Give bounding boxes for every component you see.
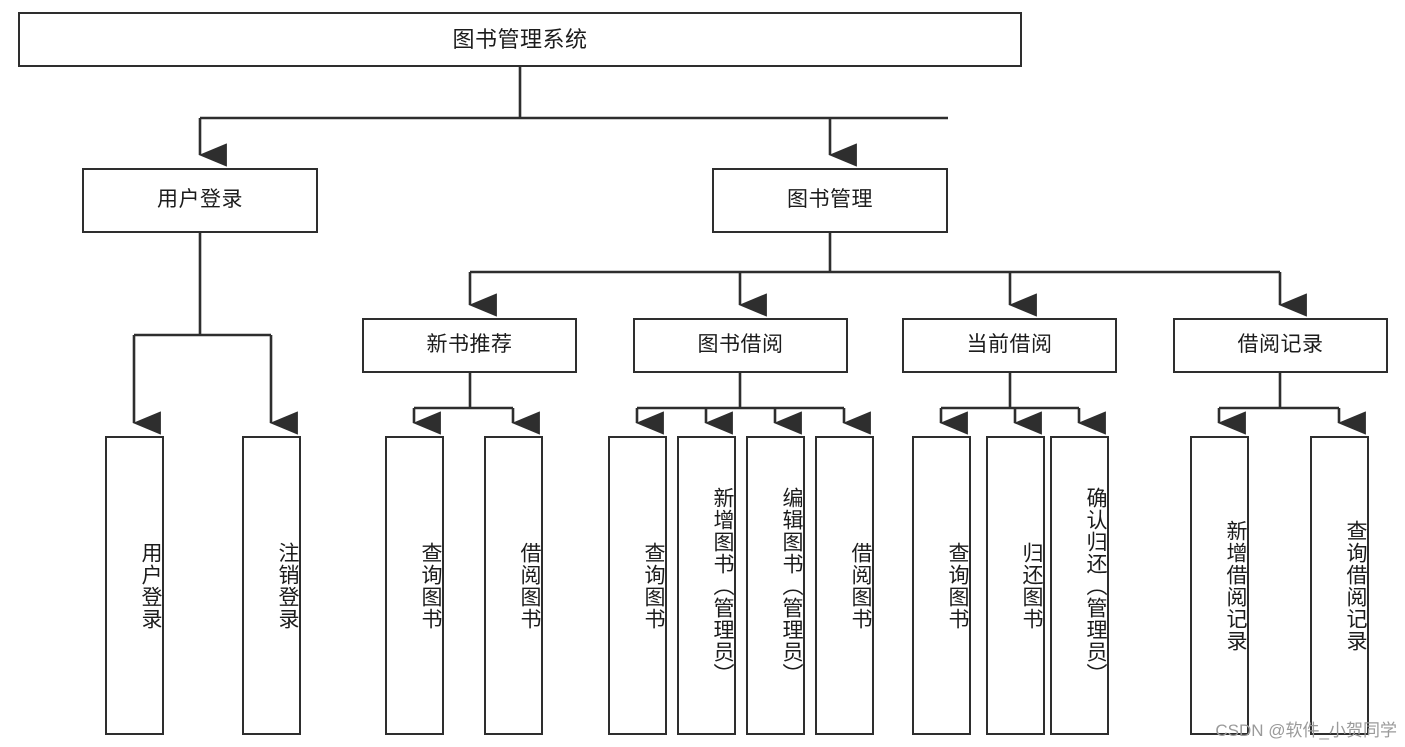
leaf-user-login[interactable]: 用户登录 <box>105 436 164 735</box>
node-root-system[interactable]: 图书管理系统 <box>18 12 1022 67</box>
node-current-borrow-label: 当前借阅 <box>966 333 1053 357</box>
node-borrow-record[interactable]: 借阅记录 <box>1173 318 1388 373</box>
node-user-login[interactable]: 用户登录 <box>82 168 318 233</box>
leaf-logout-login[interactable]: 注销登录 <box>242 436 301 735</box>
leaf-confirm-return-admin-label: 确认归还（管理员） <box>1084 486 1107 685</box>
leaf-add-borrow-record[interactable]: 新增借阅记录 <box>1190 436 1249 735</box>
node-new-book-recommend[interactable]: 新书推荐 <box>362 318 577 373</box>
node-book-manage-label: 图书管理 <box>787 188 873 212</box>
leaf-query-borrow-record[interactable]: 查询借阅记录 <box>1310 436 1369 735</box>
leaf-borrow-book-recommend[interactable]: 借阅图书 <box>484 436 543 735</box>
leaf-return-book[interactable]: 归还图书 <box>986 436 1045 735</box>
node-user-login-label: 用户登录 <box>157 188 243 212</box>
node-borrow-record-label: 借阅记录 <box>1237 333 1324 357</box>
watermark: CSDN @软件_小贺同学 <box>1215 721 1397 740</box>
node-root-label: 图书管理系统 <box>452 26 588 52</box>
leaf-query-book-current[interactable]: 查询图书 <box>912 436 971 735</box>
leaf-query-book-borrow[interactable]: 查询图书 <box>608 436 667 735</box>
leaf-edit-book-admin[interactable]: 编辑图书（管理员） <box>746 436 805 735</box>
leaf-return-book-label: 归还图书 <box>1020 541 1043 630</box>
node-current-borrow[interactable]: 当前借阅 <box>902 318 1117 373</box>
leaf-confirm-return-admin[interactable]: 确认归还（管理员） <box>1050 436 1109 735</box>
leaf-query-book-current-label: 查询图书 <box>946 541 969 630</box>
node-book-borrow-label: 图书借阅 <box>697 333 784 357</box>
node-book-borrow[interactable]: 图书借阅 <box>633 318 848 373</box>
leaf-borrow-book-label: 借阅图书 <box>849 541 872 630</box>
leaf-borrow-book[interactable]: 借阅图书 <box>815 436 874 735</box>
leaf-query-book-borrow-label: 查询图书 <box>642 541 665 630</box>
leaf-add-book-admin[interactable]: 新增图书（管理员） <box>677 436 736 735</box>
leaf-query-borrow-record-label: 查询借阅记录 <box>1344 519 1367 652</box>
leaf-query-book-recommend[interactable]: 查询图书 <box>385 436 444 735</box>
leaf-borrow-book-recommend-label: 借阅图书 <box>518 541 541 630</box>
node-book-manage[interactable]: 图书管理 <box>712 168 948 233</box>
leaf-query-book-recommend-label: 查询图书 <box>419 541 442 630</box>
leaf-logout-login-label: 注销登录 <box>276 541 299 630</box>
node-new-book-recommend-label: 新书推荐 <box>426 333 513 357</box>
leaf-add-borrow-record-label: 新增借阅记录 <box>1224 519 1247 652</box>
leaf-edit-book-admin-label: 编辑图书（管理员） <box>780 486 803 685</box>
leaf-add-book-admin-label: 新增图书（管理员） <box>711 486 734 685</box>
leaf-user-login-label: 用户登录 <box>139 541 162 630</box>
